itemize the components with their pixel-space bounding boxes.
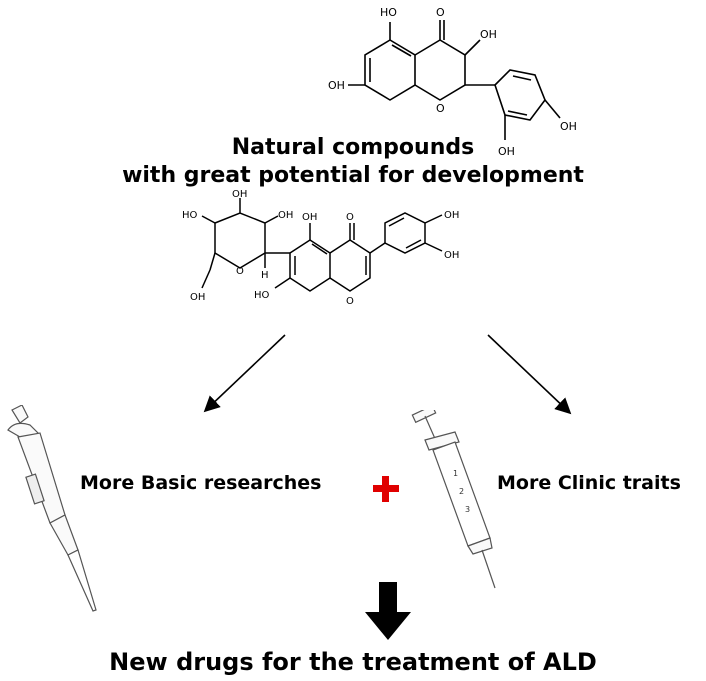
mid-mol-label-o-sugar: O xyxy=(236,266,244,277)
syringe-mark-3: 3 xyxy=(465,505,470,514)
top-molecule-structure: HO O OH OH O OH OH xyxy=(328,6,577,158)
syringe-icon: 1 2 3 xyxy=(411,410,496,589)
mid-mol-label-ho-7: HO xyxy=(254,290,270,301)
top-mol-label-oh-b4: OH xyxy=(560,120,577,133)
arrow-right xyxy=(487,334,572,415)
top-mol-label-o-carbonyl: O xyxy=(436,6,445,19)
syringe-mark-2: 2 xyxy=(459,487,464,496)
mid-mol-label-o-ring: O xyxy=(346,296,354,307)
mid-mol-label-oh-5: OH xyxy=(302,212,317,223)
bottom-title: New drugs for the treatment of ALD xyxy=(109,648,597,676)
top-mol-label-ho-top: HO xyxy=(380,6,397,19)
title-line-1: Natural compounds xyxy=(231,135,475,160)
syringe-mark-1: 1 xyxy=(453,469,458,478)
top-mol-label-oh-3: OH xyxy=(480,28,497,41)
right-label: More Clinic traits xyxy=(497,472,681,494)
arrow-left xyxy=(203,334,286,413)
mid-mol-label-h: H xyxy=(261,270,269,281)
mid-mol-label-oh-sugar-top: OH xyxy=(232,189,247,200)
plus-icon xyxy=(371,474,401,504)
down-arrow-icon xyxy=(365,582,411,640)
mid-mol-label-ho-sugar: HO xyxy=(182,210,198,221)
mid-mol-label-oh-sugar-right: OH xyxy=(278,210,293,221)
mid-mol-label-o-carbonyl: O xyxy=(346,212,354,223)
top-mol-label-oh-7: OH xyxy=(328,79,345,92)
mid-mol-label-oh-b4: OH xyxy=(444,250,459,261)
middle-molecule-structure: HO OH OH OH O H OH OH OH O HO O xyxy=(182,189,459,307)
mid-mol-label-oh-b3: OH xyxy=(444,210,459,221)
top-mol-label-oh-b3: OH xyxy=(498,145,515,158)
title-line-2: with great potential for development xyxy=(122,163,584,188)
top-mol-label-o-ring: O xyxy=(436,102,445,115)
left-label: More Basic researches xyxy=(80,472,322,494)
mid-mol-label-oh-ch2: OH xyxy=(190,292,205,303)
pipette-icon xyxy=(7,405,97,612)
